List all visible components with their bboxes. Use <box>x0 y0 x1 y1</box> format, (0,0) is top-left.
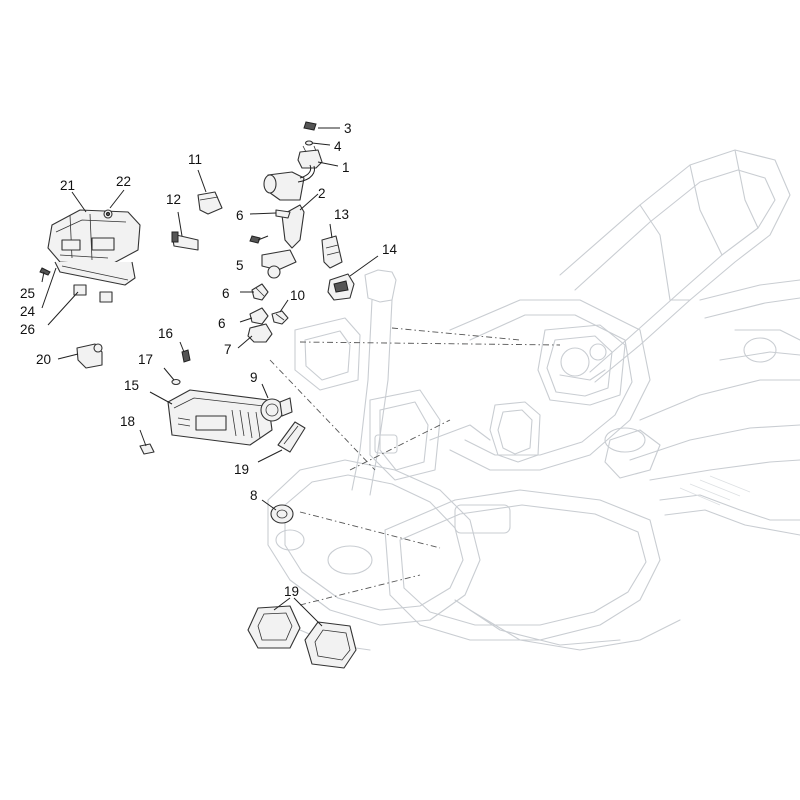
bracket-20 <box>277 421 306 453</box>
callout-6-upper: 6 <box>236 208 244 223</box>
floor-pads-19 <box>247 605 357 669</box>
callout-4: 4 <box>334 139 342 154</box>
callout-25: 25 <box>20 286 35 301</box>
callout-23: 22 <box>116 174 131 189</box>
bolt-16 <box>181 349 191 363</box>
fastener-6c <box>249 307 269 325</box>
callout-8: 8 <box>250 488 258 503</box>
callout-3: 3 <box>344 121 352 136</box>
callout-2: 2 <box>318 186 326 201</box>
grommet-8 <box>270 504 294 524</box>
callout-26: 26 <box>20 322 35 337</box>
plug-10 <box>271 310 289 325</box>
fastener-6a <box>275 209 291 219</box>
bracket-24 <box>54 261 136 286</box>
ignition-switch-1 <box>263 145 323 201</box>
relay-11 <box>197 191 223 215</box>
clip-21 <box>76 343 103 369</box>
callout-1: 1 <box>342 160 350 175</box>
nut-23 <box>103 209 113 219</box>
callout-10: 10 <box>290 288 305 303</box>
control-module-15 <box>167 389 273 446</box>
callout-6-middle: 6 <box>222 286 230 301</box>
cover-14 <box>327 273 355 301</box>
callout-5: 5 <box>236 258 244 273</box>
screw-5 <box>249 235 261 244</box>
callout-18: 18 <box>120 414 135 429</box>
leader-lines <box>41 127 379 627</box>
callout-9: 9 <box>250 370 258 385</box>
scooter-frame-ghost <box>267 149 800 651</box>
callout-15: 15 <box>124 378 139 393</box>
control-unit-22 <box>47 209 141 266</box>
screw-3 <box>303 121 317 131</box>
callout-12: 12 <box>166 192 181 207</box>
screw-25 <box>39 267 51 276</box>
callout-19: 19 <box>284 584 299 599</box>
connector-9 <box>260 397 293 422</box>
callout-11: 11 <box>188 152 202 167</box>
callout-14: 14 <box>382 242 398 257</box>
callout-labels: 3 4 1 2 6 5 6 6 7 10 13 14 11 12 21 22 2… <box>20 121 398 599</box>
washer-17 <box>171 378 181 386</box>
callout-20: 19 <box>234 462 249 477</box>
washer-4 <box>304 140 314 146</box>
reference-lines <box>269 327 561 606</box>
callout-24: 24 <box>20 304 36 319</box>
callout-6-lower: 6 <box>218 316 226 331</box>
callout-17: 17 <box>138 352 153 367</box>
callout-7: 7 <box>224 342 232 357</box>
clip-18 <box>139 443 155 455</box>
callout-13: 13 <box>334 207 349 222</box>
switch-13 <box>321 235 343 269</box>
connector-12 <box>171 231 199 251</box>
fastener-6b <box>251 283 269 301</box>
callout-16: 16 <box>158 326 173 341</box>
callout-21: 20 <box>36 352 51 367</box>
connector-7 <box>247 323 273 343</box>
callout-22: 21 <box>60 178 75 193</box>
rubber-blocks-26 <box>73 284 113 303</box>
